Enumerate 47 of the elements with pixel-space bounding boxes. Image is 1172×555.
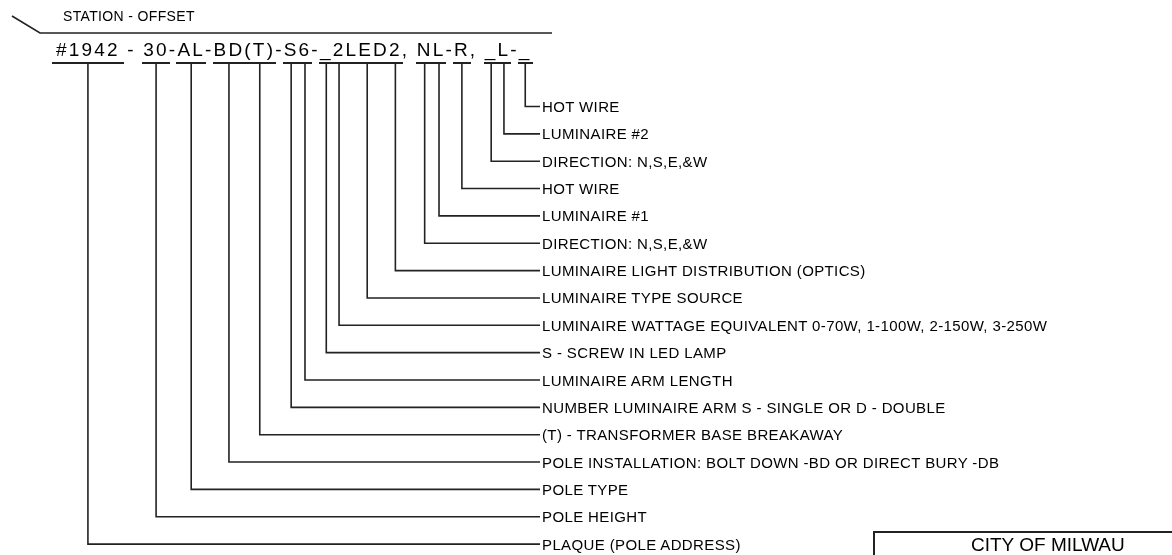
underline-bar (282, 62, 300, 64)
callout-label: DIRECTION: N,S,E,&W (542, 153, 708, 169)
underline-bar (52, 62, 124, 64)
callout-label: HOT WIRE (542, 99, 620, 114)
underline-bar (176, 62, 207, 64)
leader-line (503, 63, 541, 135)
leader-line (366, 63, 541, 299)
underline-bar (318, 62, 334, 64)
callout-label: LUMINAIRE #2 (542, 126, 650, 142)
leader-line (524, 63, 541, 108)
underline-bar (243, 62, 277, 64)
callout-label: LUMINAIRE WATTAGE EQUIVALENT 0-70W, 1-100W, 2-150W, 3-250W (542, 317, 1048, 333)
underline-bar (452, 62, 471, 64)
leader-line (228, 63, 541, 463)
underline-bar (142, 62, 170, 64)
underline-bar (297, 62, 313, 64)
underline-bar (344, 62, 390, 64)
underline-bar (415, 62, 434, 64)
leader-line (87, 63, 541, 545)
leader-line (423, 63, 541, 245)
header-text: STATION - OFFSET (63, 7, 195, 26)
callout-label: LUMINAIRE #1 (542, 208, 650, 224)
leader-line (394, 63, 541, 272)
leader-line (490, 63, 541, 162)
callout-label: DIRECTION: N,S,E,&W (542, 235, 708, 251)
callout-label: POLE HEIGHT (542, 509, 647, 525)
title-block: CITY OF MILWAU (873, 531, 1172, 555)
code-string: #1942 - 30-AL-BD(T)-S6-_2LED2, NL-R, _L-_ (56, 40, 532, 59)
underline-bar (517, 62, 533, 64)
underline-bar (431, 62, 447, 64)
callout-label: POLE TYPE (542, 481, 629, 497)
leader-line (461, 63, 541, 190)
callout-label: POLE INSTALLATION: BOLT DOWN -BD OR DIRECT BURY -DB (542, 454, 1000, 470)
underline-bar (483, 62, 499, 64)
leader-line (438, 63, 541, 217)
underline-bar (496, 62, 512, 64)
callout-label: NUMBER LUMINAIRE ARM S - SINGLE OR D - DOUBLE (542, 399, 946, 415)
callout-label: (T) - TRANSFORMER BASE BREAKAWAY (542, 427, 844, 443)
callout-label: HOT WIRE (542, 181, 620, 197)
callout-label: S - SCREW IN LED LAMP (542, 345, 727, 361)
callout-label: PLAQUE (POLE ADDRESS) (542, 536, 741, 552)
underline-bar (212, 62, 246, 64)
callout-label: LUMINAIRE TYPE SOURCE (542, 290, 743, 306)
callout-label: LUMINAIRE ARM LENGTH (542, 372, 733, 388)
callout-label: LUMINAIRE LIGHT DISTRIBUTION (OPTICS) (542, 263, 866, 279)
leader-line (258, 63, 541, 436)
underline-bar (388, 62, 403, 64)
